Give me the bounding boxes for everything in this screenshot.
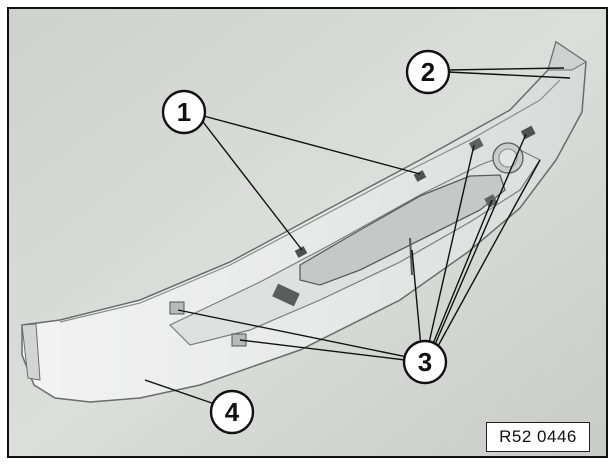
leader-3d (425, 144, 475, 357)
callout-2: 2 (405, 49, 451, 95)
callout-3: 3 (402, 339, 448, 385)
leader-3b (239, 339, 423, 363)
leader-3e (427, 199, 493, 357)
callout-1: 1 (161, 89, 207, 135)
leader-2b (447, 71, 571, 79)
callout-3-label: 3 (418, 347, 432, 377)
callout-1-label: 1 (177, 97, 191, 127)
leader-3g (431, 159, 541, 358)
callout-2-label: 2 (421, 57, 435, 87)
trim-panel (21, 40, 587, 403)
leader-1a (199, 114, 421, 175)
leader-3f (429, 133, 527, 357)
callout-4: 4 (209, 389, 255, 435)
leader-lines (144, 67, 571, 411)
leader-3a (177, 309, 423, 361)
leader-3c (411, 249, 423, 359)
leader-2a (447, 67, 565, 71)
leader-1b (199, 117, 303, 251)
callout-4-label: 4 (225, 397, 240, 427)
reference-code: R52 0446 (486, 422, 590, 452)
